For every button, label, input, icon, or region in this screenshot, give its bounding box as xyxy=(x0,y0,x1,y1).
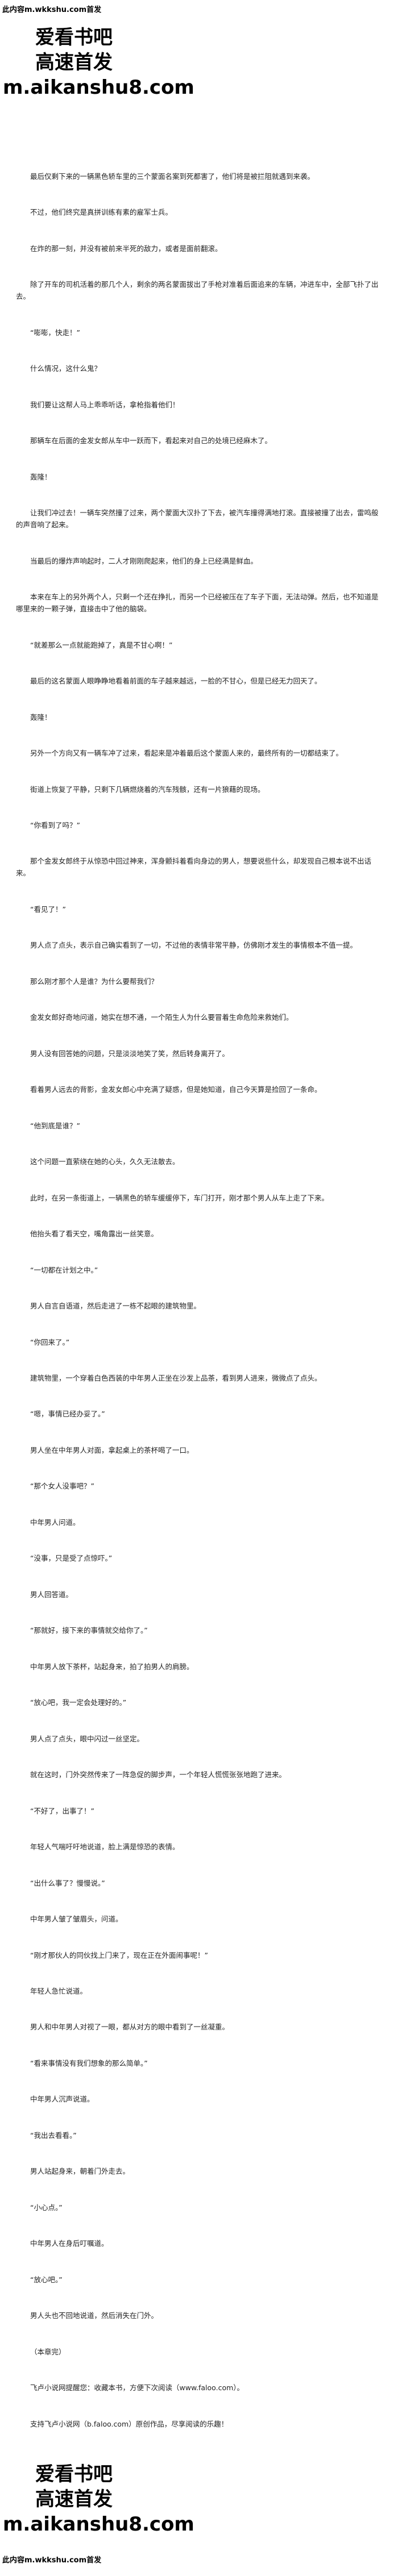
paragraph: 男人坐在中年男人对面，拿起桌上的茶杯喝了一口。 xyxy=(30,1445,194,1454)
paragraph: 最后仅剩下来的一辆黑色轿车里的三个蒙面名案到死都害了，他们将是被拦阻就遇到来袭。 xyxy=(30,172,315,181)
paragraph: 男人站起身来，朝着门外走去。 xyxy=(30,2167,130,2176)
paragraph: 中年男人皱了皱眉头，问道。 xyxy=(30,1915,123,1924)
paragraph: “那个女人没事吧？” xyxy=(30,1482,94,1491)
paragraph: “放心吧。” xyxy=(30,2275,63,2284)
promo-url: m.aikanshu8.com xyxy=(3,2513,194,2536)
paragraph: “就差那么一点就能跑掉了，真是不甘心啊！” xyxy=(30,640,173,649)
paragraph: “我出去看看。” xyxy=(30,2131,77,2140)
paragraph: “你看到了吗？” xyxy=(30,820,80,830)
paragraph: 建筑物里，一个穿着白色西装的中年男人正坐在沙发上品茶，看到男人进来，微微点了点头… xyxy=(30,1374,322,1382)
paragraph: 中年男人放下茶杯，站起身来，拍了拍男人的肩膀。 xyxy=(30,1662,194,1671)
paragraph: 看着男人远去的背影，金发女郎心中充满了疑惑，但是她知道，自己今天算是捡回了一条命… xyxy=(30,1085,322,1094)
paragraph: “嘭嘭，快走！” xyxy=(30,328,80,337)
promo-block-bottom: 爱看书吧 高速首发 m.aikanshu8.com xyxy=(0,2462,398,2537)
chapter-body: 最后仅剩下来的一辆黑色轿车里的三个蒙面名案到死都害了，他们将是被拦阻就遇到来袭。… xyxy=(16,170,384,2454)
paragraph: 在炸的那一刻，并没有被前来半死的敌力，或者是面前翻滚。 xyxy=(30,244,222,253)
paragraph: 就在这时，门外突然传来了一阵急促的脚步声，一个年轻人慌慌张张地跑了进来。 xyxy=(30,1770,287,1779)
paragraph: “小心点。” xyxy=(30,2203,63,2212)
promo-block-top: 爱看书吧 高速首发 m.aikanshu8.com xyxy=(0,25,398,100)
promo-site-name: 爱看书吧 xyxy=(35,26,113,49)
paragraph: 飞卢小说网提醒您：收藏本书，方便下次阅读（www.faloo.com）。 xyxy=(30,2383,244,2392)
bottom-source-banner: 此内容m.wkkshu.com首发 xyxy=(2,2556,102,2565)
paragraph: “放心吧，我一定会处理好的。” xyxy=(30,1698,127,1707)
paragraph: 中年男人沉声说道。 xyxy=(30,2095,94,2104)
promo-slogan: 高速首发 xyxy=(35,2488,113,2511)
paragraph: 这个问题一直萦绕在她的心头，久久无法散去。 xyxy=(30,1157,180,1166)
paragraph: 那个金发女郎终于从惊恐中回过神来，浑身颤抖着看向身边的男人，想要说些什么，却发现… xyxy=(16,857,372,878)
paragraph: 不过，他们终究是真拼训练有素的雇军士兵。 xyxy=(30,208,173,217)
paragraph: “没事，只是受了点惊吓。” xyxy=(30,1554,113,1563)
paragraph: 中年男人问道。 xyxy=(30,1518,80,1527)
paragraph: 那辆车在后面的金发女郎从车中一跃而下，看起来对自己的处境已经麻木了。 xyxy=(30,436,272,445)
paragraph: “那就好，接下来的事情就交给你了。” xyxy=(30,1626,148,1635)
paragraph: “看来事情没有我们想象的那么简单。” xyxy=(30,2058,148,2068)
paragraph: 中年男人在身后叮嘱道。 xyxy=(30,2239,109,2248)
paragraph: 男人点了点头，表示自己确实看到了一切，不过他的表情非常平静，仿佛刚才发生的事情根… xyxy=(30,941,358,950)
paragraph: “你回来了。” xyxy=(30,1337,70,1347)
paragraph: 本来在车上的另外两个人，只剩一个还在挣扎，而另一个已经被压在了车子下面，无法动弹… xyxy=(16,593,379,614)
paragraph: 此时，在另一条街道上，一辆黑色的轿车缓缓停下，车门打开，刚才那个男人从车上走了下… xyxy=(30,1193,329,1202)
paragraph: 金发女郎好奇地问道，她实在想不通，一个陌生人为什么要冒着生命危险来救她们。 xyxy=(30,1013,293,1022)
paragraph: 男人回答道。 xyxy=(30,1590,73,1599)
paragraph: 轰隆！ xyxy=(30,712,52,722)
paragraph: 男人点了点头，眼中闪过一丝坚定。 xyxy=(30,1734,144,1743)
paragraph: 男人自言自语道，然后走进了一栋不起眼的建筑物里。 xyxy=(30,1302,201,1311)
paragraph: 他抬头看了看天空，嘴角露出一丝笑意。 xyxy=(30,1229,159,1239)
paragraph: 什么情况，这什么鬼？ xyxy=(30,364,102,373)
promo-url: m.aikanshu8.com xyxy=(3,76,194,99)
paragraph: 男人和中年男人对视了一眼，都从对方的眼中看到了一丝凝重。 xyxy=(30,2023,230,2032)
paragraph: 男人头也不回地说道，然后消失在门外。 xyxy=(30,2311,159,2320)
paragraph: “嗯，事情已经办妥了。” xyxy=(30,1410,105,1419)
paragraph: 当最后的爆炸声响起时，二人才刚刚爬起来，他们的身上已经满是鲜血。 xyxy=(30,556,258,565)
paragraph: “出什么事了？慢慢说。” xyxy=(30,1878,105,1887)
paragraph: 男人没有回答她的问题，只是淡淡地笑了笑，然后转身离开了。 xyxy=(30,1049,230,1058)
paragraph: “刚才那伙人的同伙找上门来了，现在正在外面闹事呢！” xyxy=(30,1950,208,1960)
paragraph: 另外一个方向又有一辆车冲了过来，看起来是冲着最后这个蒙面人来的，最终所有的一切都… xyxy=(30,749,343,758)
paragraph: “不好了，出事了！” xyxy=(30,1806,94,1815)
paragraph: 年轻人急忙说道。 xyxy=(30,1986,88,1995)
paragraph: “一切都在计划之中。” xyxy=(30,1265,98,1274)
paragraph: 轰隆！ xyxy=(30,472,52,481)
paragraph: 让我们冲过去！一辆车突然撞了过来，两个蒙面大汉扑了下去，被汽车撞得满地打滚。直接… xyxy=(16,508,379,530)
paragraph: “看见了！” xyxy=(30,904,66,914)
promo-site-name: 爱看书吧 xyxy=(35,2463,113,2486)
paragraph: 除了开车的司机活着的那几个人，剩余的两名蒙面拔出了手枪对准着后面追来的车辆，冲进… xyxy=(16,280,379,301)
paragraph: 支持飞卢小说网（b.faloo.com）原创作品，尽享阅读的乐趣！ xyxy=(30,2419,229,2428)
top-source-banner: 此内容m.wkkshu.com首发 xyxy=(2,6,102,14)
paragraph: 我们要让这帮人马上乖乖听话，拿枪指着他们！ xyxy=(30,400,180,409)
paragraph: 街道上恢复了平静，只剩下几辆燃烧着的汽车残骸，还有一片狼藉的现场。 xyxy=(30,785,265,794)
paragraph: 最后的这名蒙面人眼睁睁地看着前面的车子越来越远，一脸的不甘心，但是已经无力回天了… xyxy=(30,677,322,686)
paragraph: “他到底是谁？” xyxy=(30,1121,80,1130)
paragraph: 年轻人气喘吁吁地说道，脸上满是惊恐的表情。 xyxy=(30,1843,180,1852)
paragraph: 那么刚才那个人是谁？为什么要帮我们？ xyxy=(30,977,159,986)
promo-slogan: 高速首发 xyxy=(35,51,113,74)
paragraph: （本章完） xyxy=(30,2347,66,2356)
